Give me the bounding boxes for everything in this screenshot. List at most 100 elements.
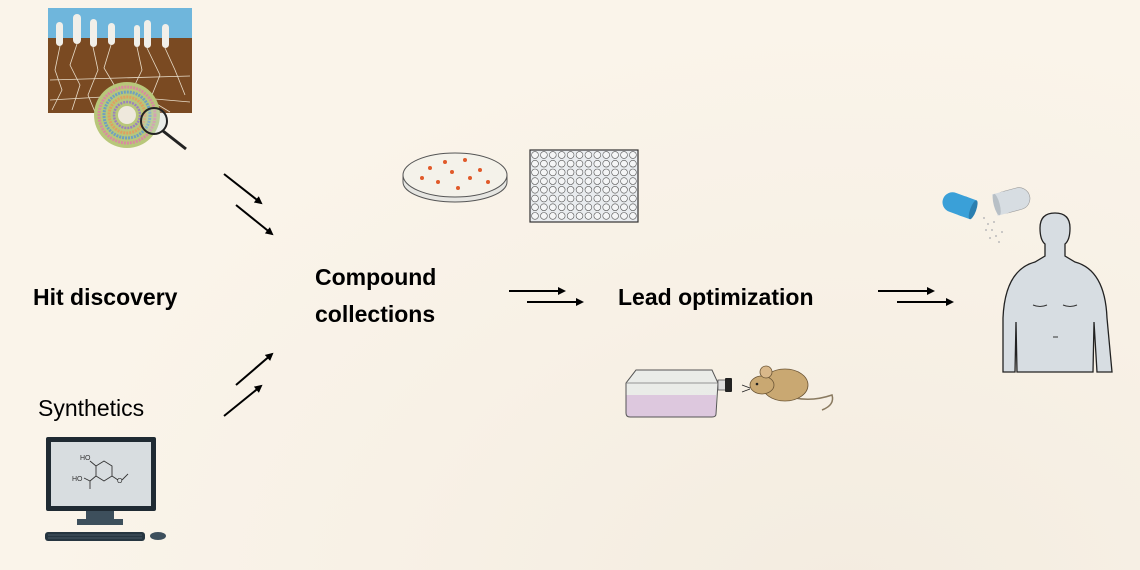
- well: [575, 177, 584, 185]
- well: [557, 177, 566, 185]
- well: [557, 186, 566, 194]
- well: [557, 194, 566, 203]
- well: [540, 160, 548, 168]
- well: [540, 186, 548, 194]
- well: [566, 194, 575, 203]
- well: [575, 186, 584, 194]
- well: [584, 212, 593, 220]
- well: [620, 212, 628, 220]
- well: [602, 186, 610, 194]
- well: [566, 160, 575, 168]
- well-plate-icon: [529, 149, 639, 223]
- well: [557, 212, 566, 220]
- well: [549, 151, 557, 159]
- well: [531, 160, 539, 168]
- well: [566, 177, 575, 185]
- well: [602, 168, 610, 177]
- well: [629, 203, 637, 211]
- well: [584, 168, 593, 177]
- well: [575, 160, 584, 168]
- well: [575, 194, 584, 203]
- well: [611, 160, 619, 168]
- well: [593, 160, 601, 168]
- well: [549, 194, 557, 203]
- capsule-icon: [942, 187, 1031, 243]
- well: [540, 151, 548, 159]
- well: [593, 186, 601, 194]
- well: [602, 177, 610, 185]
- computer-icon: HO HO O: [45, 437, 166, 541]
- well: [584, 177, 593, 185]
- well: [566, 212, 575, 220]
- well: [593, 168, 601, 177]
- well: [593, 177, 601, 185]
- well: [602, 160, 610, 168]
- molecule-label-acid: HO: [72, 476, 83, 483]
- molecule-label-hydroxyl: HO: [80, 455, 91, 462]
- well: [629, 186, 637, 194]
- well: [531, 203, 539, 211]
- mouse-icon: [741, 365, 834, 411]
- well: [584, 151, 593, 159]
- well: [620, 177, 628, 185]
- well: [566, 186, 575, 194]
- well: [549, 177, 557, 185]
- well: [629, 212, 637, 220]
- well: [584, 160, 593, 168]
- well: [584, 203, 593, 211]
- well: [602, 203, 610, 211]
- well: [566, 203, 575, 211]
- petri-dish-icon: [402, 152, 508, 203]
- well: [620, 186, 628, 194]
- well: [620, 160, 628, 168]
- well: [540, 168, 548, 177]
- well: [611, 212, 619, 220]
- well: [531, 186, 539, 194]
- well: [629, 168, 637, 177]
- well: [593, 151, 601, 159]
- well: [620, 194, 628, 203]
- lead-optimization-label: Lead optimization: [618, 284, 814, 310]
- well: [549, 212, 557, 220]
- well: [611, 194, 619, 203]
- well: [629, 160, 637, 168]
- well: [575, 203, 584, 211]
- well: [593, 194, 601, 203]
- well: [566, 151, 575, 159]
- well: [602, 212, 610, 220]
- well: [584, 186, 593, 194]
- well: [566, 168, 575, 177]
- well: [557, 168, 566, 177]
- hit-discovery-label: Hit discovery: [33, 284, 178, 310]
- arrow: [223, 173, 263, 205]
- well: [531, 177, 539, 185]
- well: [629, 194, 637, 203]
- compound-collections-label-line1: Compound: [315, 264, 437, 290]
- molecule-structure: [83, 460, 129, 489]
- well: [620, 168, 628, 177]
- synthetics-label: Synthetics: [38, 395, 145, 421]
- well: [540, 203, 548, 211]
- well: [531, 212, 539, 220]
- well: [549, 168, 557, 177]
- soil-microbe-icon: [48, 8, 192, 151]
- well: [611, 186, 619, 194]
- arrow: [223, 384, 263, 417]
- well: [549, 186, 557, 194]
- culture-flask-icon: [625, 369, 732, 418]
- well: [629, 151, 637, 159]
- arrow: [235, 352, 274, 386]
- well: [549, 203, 557, 211]
- well: [602, 151, 610, 159]
- well: [602, 194, 610, 203]
- well: [557, 203, 566, 211]
- well: [611, 177, 619, 185]
- compound-collections-label-line2: collections: [315, 301, 436, 327]
- well: [549, 160, 557, 168]
- well: [620, 151, 628, 159]
- well: [611, 203, 619, 211]
- well: [540, 177, 548, 185]
- well: [575, 168, 584, 177]
- well: [593, 203, 601, 211]
